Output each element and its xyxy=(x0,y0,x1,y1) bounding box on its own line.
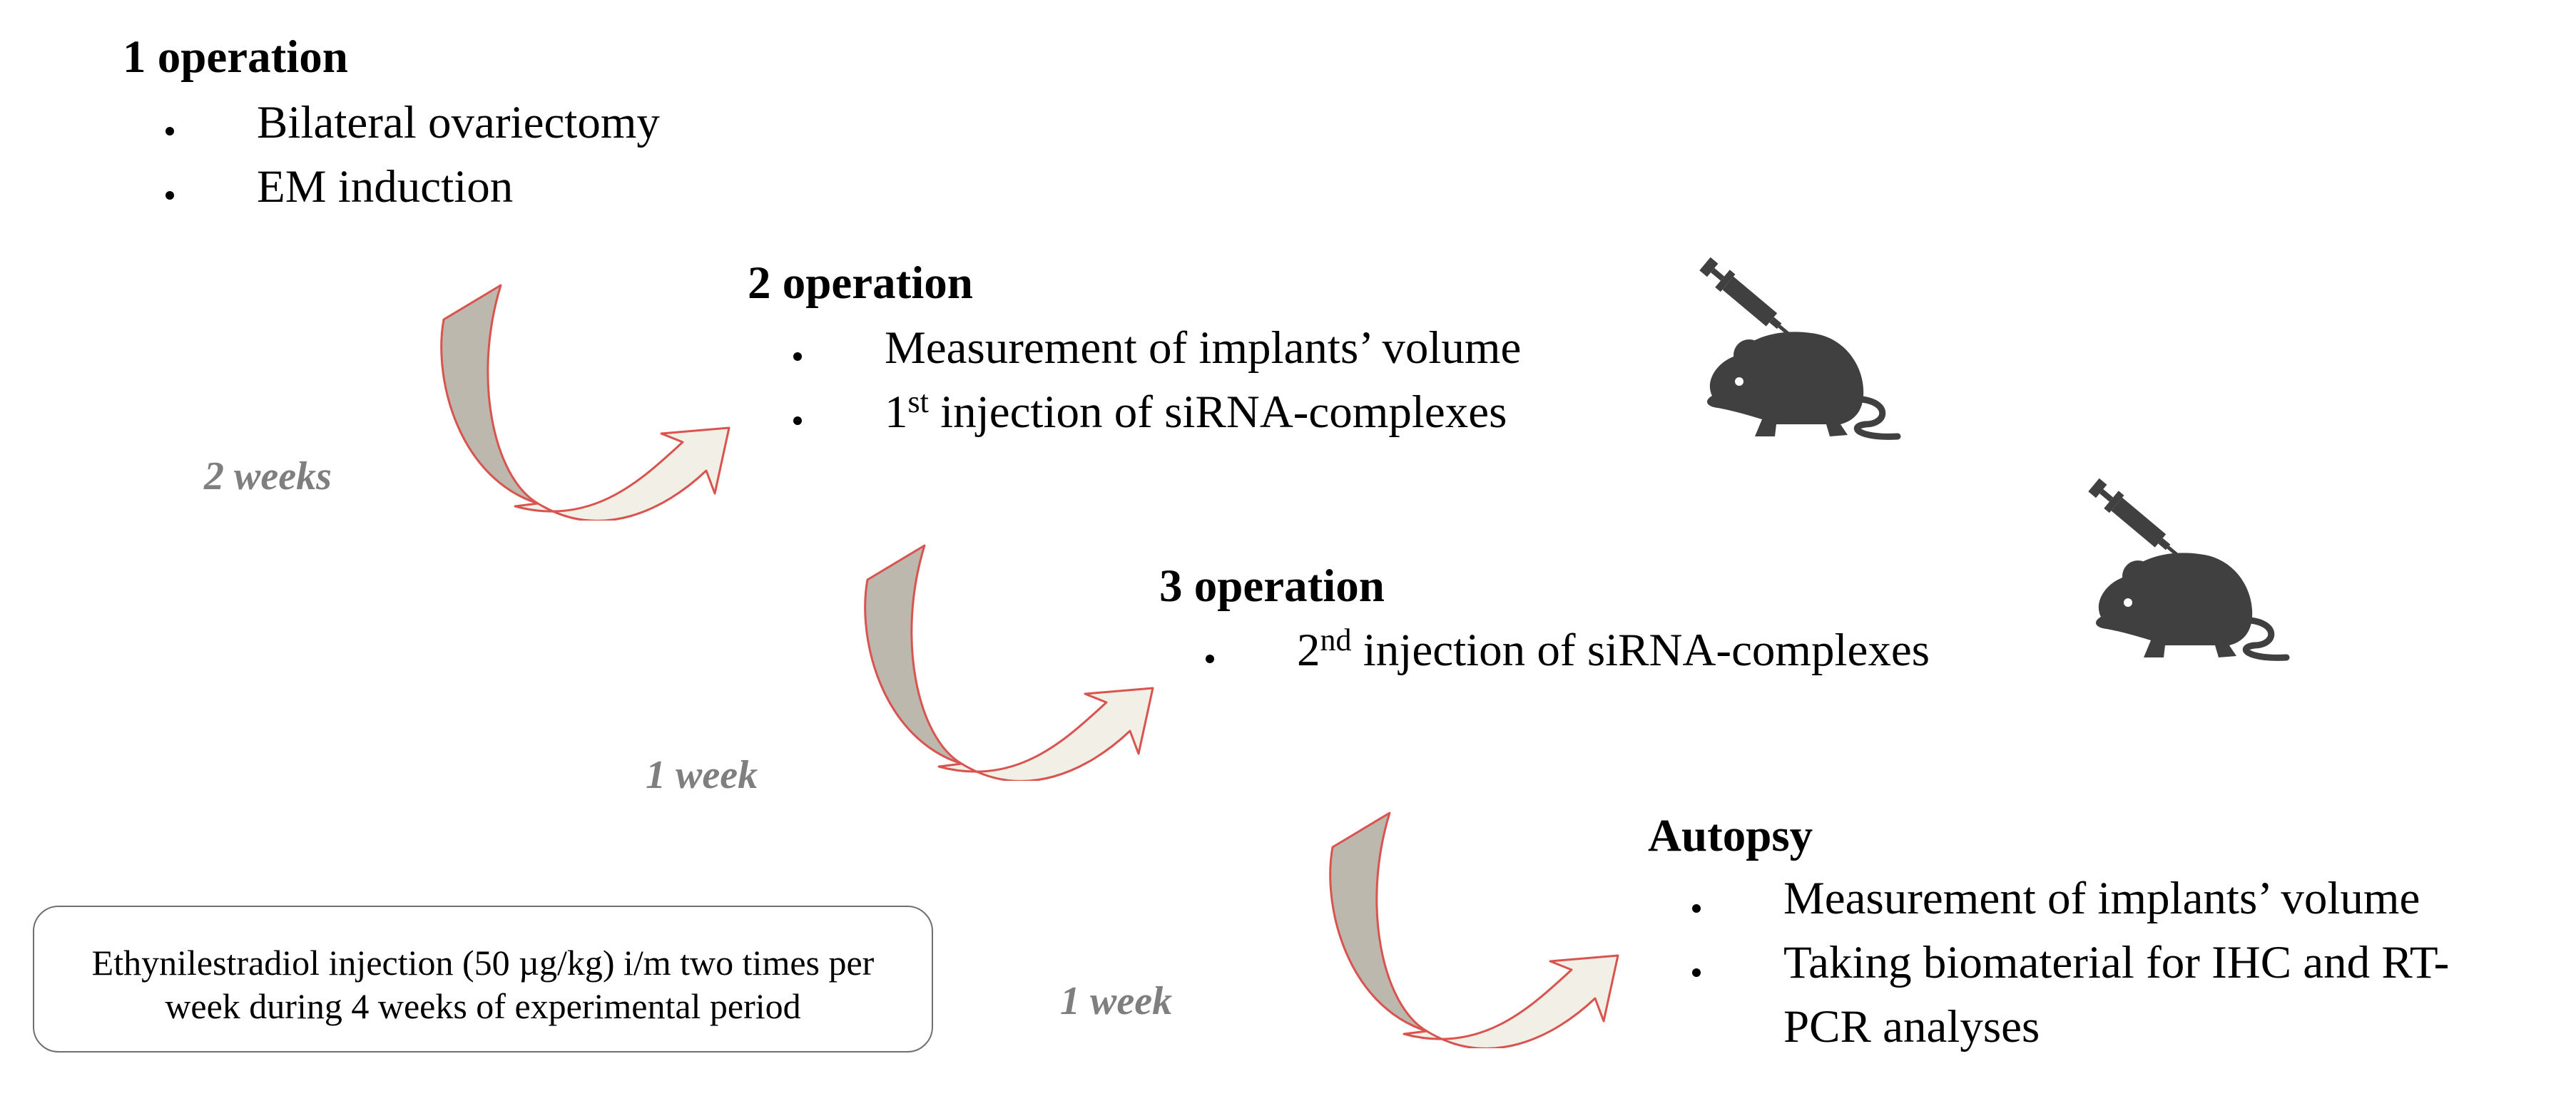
step-2-title: 2 operation xyxy=(748,257,973,309)
step-3-injection: 2nd injection of siRNA-complexes xyxy=(1297,625,1930,676)
bullet-dot xyxy=(1692,968,1701,977)
autopsy-bullet-2-cont: PCR analyses xyxy=(1783,1001,2040,1053)
bullet-dot xyxy=(1692,904,1701,913)
injection-ordinal: nd xyxy=(1320,623,1352,657)
injection-text: injection of siRNA-complexes xyxy=(940,386,1507,438)
bullet-dot xyxy=(793,352,802,361)
bullet-dot xyxy=(166,191,174,200)
autopsy-bullet-1: Measurement of implants’ volume xyxy=(1783,873,2420,924)
estradiol-note-box: Ethynilestradiol injection (50 µg/kg) i/… xyxy=(33,906,933,1053)
step-1-bullet-2: EM induction xyxy=(257,161,514,212)
autopsy-bullet-2: Taking biomaterial for IHC and RT- xyxy=(1783,937,2450,988)
autopsy-title: Autopsy xyxy=(1648,810,1813,861)
step-1-title: 1 operation xyxy=(123,31,348,83)
mouse-syringe-icon xyxy=(1699,257,1901,440)
injection-text: injection of siRNA-complexes xyxy=(1363,625,1930,676)
bullet-dot xyxy=(793,416,802,425)
step-1-bullet-1: Bilateral ovariectomy xyxy=(257,97,660,148)
bullet-dot xyxy=(166,127,174,135)
note-line-2: week during 4 weeks of experimental peri… xyxy=(165,986,801,1026)
interval-label-2: 1 week xyxy=(646,753,758,797)
note-line-1: Ethynilestradiol injection (50 µg/kg) i/… xyxy=(91,943,875,983)
curved-arrow-1 xyxy=(440,284,730,521)
injection-number: 2 xyxy=(1297,625,1320,676)
injection-ordinal: st xyxy=(907,384,929,419)
mouse-syringe-icon xyxy=(2088,478,2290,661)
step-3-title: 3 operation xyxy=(1159,560,1385,612)
step-2-injection: 1st injection of siRNA-complexes xyxy=(885,386,1507,438)
interval-label-1: 2 weeks xyxy=(204,454,332,498)
injection-number: 1 xyxy=(885,386,908,438)
step-2-bullet-1: Measurement of implants’ volume xyxy=(885,322,1522,374)
bullet-dot xyxy=(1206,655,1214,663)
curved-arrow-3 xyxy=(1329,811,1619,1048)
interval-label-3: 1 week xyxy=(1060,979,1173,1023)
curved-arrow-2 xyxy=(864,544,1154,781)
